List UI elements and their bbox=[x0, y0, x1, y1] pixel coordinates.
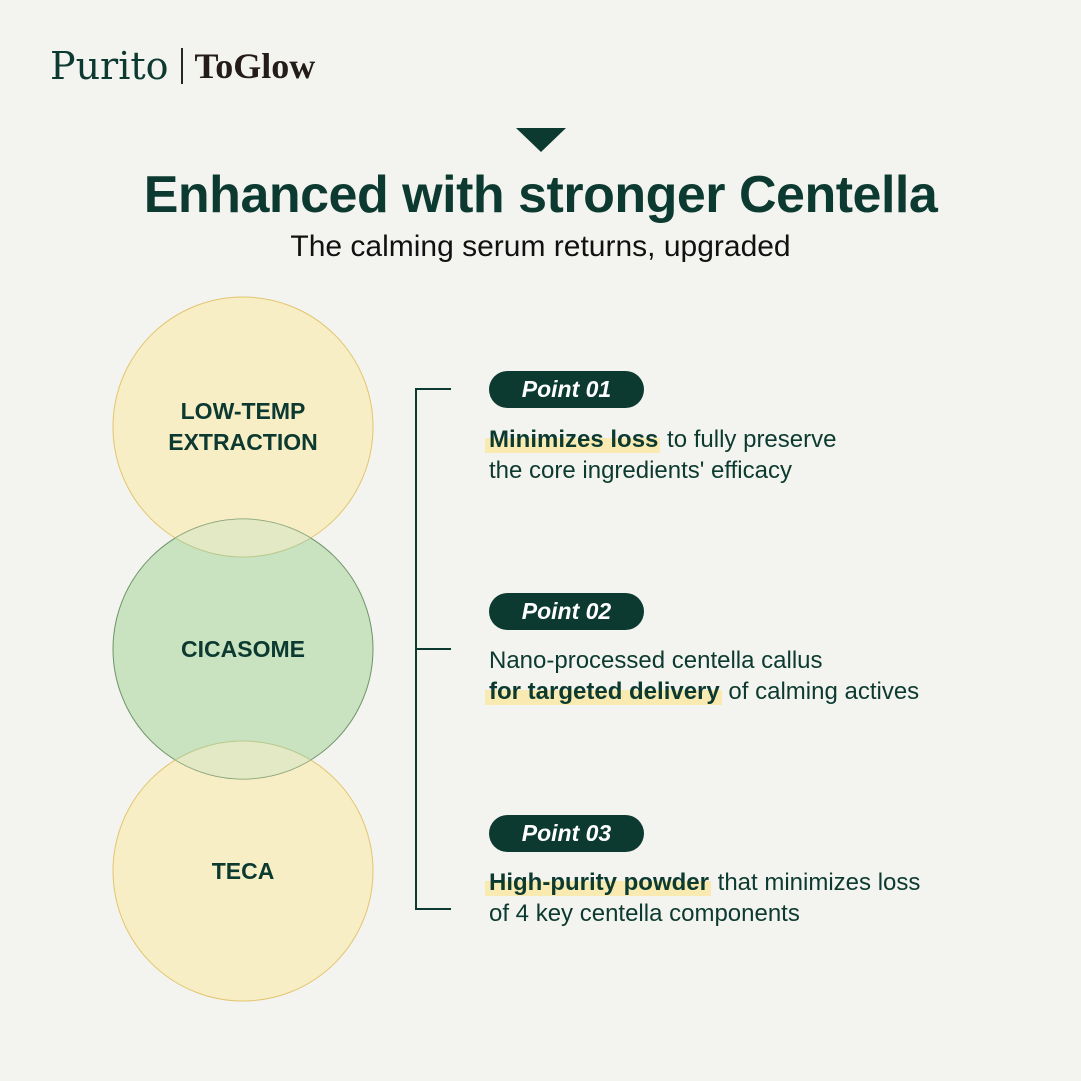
circle-label-cicasome: CICASOME bbox=[181, 636, 305, 662]
overlap-bottom bbox=[113, 740, 373, 779]
down-triangle-icon bbox=[516, 128, 566, 152]
page-title: Enhanced with stronger Centella bbox=[143, 166, 938, 224]
logo-divider bbox=[180, 48, 183, 84]
desc-text: of 4 key centella components bbox=[489, 900, 800, 927]
highlight-text: Minimizes loss bbox=[485, 426, 661, 453]
overlap-top bbox=[113, 519, 373, 558]
bracket-tick bbox=[415, 908, 451, 910]
logo-purito: Purito bbox=[50, 44, 169, 88]
brand-logo: Purito ToGlow bbox=[50, 44, 315, 88]
point-desc-03: High-purity powder that minimizes loss o… bbox=[485, 867, 921, 929]
circle-label-low-temp: LOW-TEMP EXTRACTION bbox=[113, 396, 373, 458]
circle-label-teca: TECA bbox=[211, 858, 275, 884]
bracket-tick bbox=[415, 648, 451, 650]
point-badge-03: Point 03 bbox=[489, 815, 644, 852]
point-badge-02: Point 02 bbox=[489, 593, 644, 630]
label-line: EXTRACTION bbox=[168, 429, 318, 455]
desc-text: of calming actives bbox=[721, 678, 920, 705]
desc-text: to fully preserve bbox=[660, 426, 837, 453]
point-badge-01: Point 01 bbox=[489, 371, 644, 408]
point-desc-02: Nano-processed centella callus for targe… bbox=[485, 645, 920, 707]
page-subtitle: The calming serum returns, upgraded bbox=[290, 230, 791, 263]
desc-text: Nano-processed centella callus bbox=[489, 647, 823, 674]
bracket-tick bbox=[415, 388, 451, 390]
highlight-text: High-purity powder bbox=[485, 869, 711, 896]
highlight-text: for targeted delivery bbox=[485, 678, 722, 705]
desc-text: the core ingredients' efficacy bbox=[489, 457, 792, 484]
label-line: LOW-TEMP bbox=[180, 398, 306, 424]
desc-text: that minimizes loss bbox=[710, 869, 921, 896]
logo-toglow: ToGlow bbox=[194, 46, 316, 86]
point-desc-01: Minimizes loss to fully preserve the cor… bbox=[485, 424, 837, 486]
